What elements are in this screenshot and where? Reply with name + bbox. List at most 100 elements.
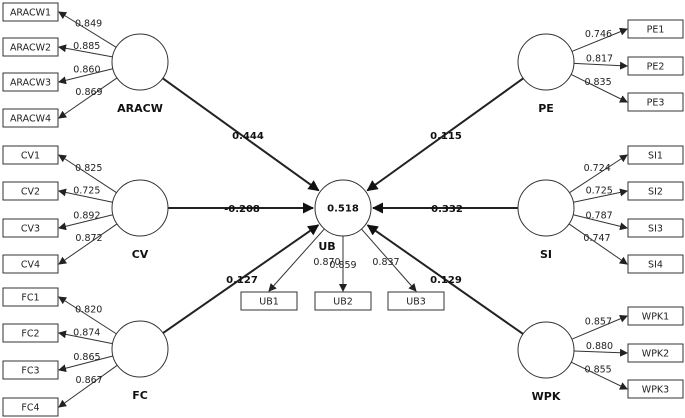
indicator-label-si1: SI1 (648, 151, 663, 162)
indicator-label-aracw3: ARACW3 (10, 78, 51, 89)
indicator-label-cv3: CV3 (21, 224, 40, 235)
indicator-label-fc2: FC2 (21, 329, 39, 340)
path-coefficient-wpk: 0.129 (430, 275, 462, 286)
indicator-label-ub2: UB2 (333, 297, 353, 308)
indicator-box-fc3 (2, 360, 59, 380)
path-coefficient-si: 0.332 (431, 204, 463, 215)
loading-value-ub2: 0.859 (329, 260, 356, 271)
indicator-label-fc4: FC4 (21, 403, 39, 414)
construct-label-si: SI (540, 248, 552, 261)
loading-value-wpk1: 0.857 (585, 317, 612, 328)
indicator-box-si2 (627, 181, 684, 201)
path-coefficient-pe: 0.115 (430, 131, 462, 142)
loading-value-aracw2: 0.885 (73, 41, 100, 52)
loading-arrow-si2 (573, 188, 628, 203)
loading-arrow-si3 (573, 214, 628, 231)
indicator-box-pe3 (627, 92, 684, 112)
indicator-box-cv3 (2, 218, 59, 238)
indicator-box-fc1 (2, 287, 59, 307)
loading-value-aracw1: 0.849 (75, 19, 102, 30)
loading-value-fc4: 0.867 (76, 375, 103, 386)
loading-value-pe3: 0.835 (584, 77, 611, 88)
loading-arrow-si4 (568, 223, 628, 265)
indicator-label-pe3: PE3 (647, 98, 665, 109)
r-squared-ub: 0.518 (327, 204, 359, 215)
indicator-box-pe1 (627, 19, 684, 39)
indicator-box-si4 (627, 254, 684, 274)
indicator-box-ub2 (314, 291, 372, 311)
indicator-label-fc3: FC3 (21, 366, 39, 377)
indicator-label-aracw4: ARACW4 (10, 114, 51, 125)
loading-value-aracw4: 0.869 (75, 87, 102, 98)
loading-arrow-ub1 (268, 228, 325, 292)
loading-arrow-wpk3 (571, 361, 628, 390)
indicator-box-aracw4 (2, 108, 59, 128)
loading-arrow-cv2 (58, 188, 113, 203)
indicator-box-wpk3 (627, 379, 684, 399)
indicator-box-wpk2 (627, 343, 684, 363)
loading-arrow-wpk1 (571, 315, 628, 340)
loading-value-cv3: 0.892 (73, 210, 100, 221)
path-wpk-ub (366, 224, 524, 335)
loading-arrow-pe1 (571, 27, 628, 52)
loading-arrow-pe3 (570, 73, 628, 103)
indicator-label-si2: SI2 (648, 187, 663, 198)
loading-value-si4: 0.747 (583, 233, 610, 244)
construct-fc (111, 320, 169, 378)
construct-label-fc: FC (132, 389, 148, 402)
path-fc-ub (162, 224, 320, 334)
construct-label-cv: CV (132, 248, 149, 261)
loading-value-pe1: 0.746 (585, 29, 612, 40)
indicator-box-ub3 (387, 291, 445, 311)
loading-arrow-fc3 (58, 355, 114, 373)
loading-arrow-cv1 (58, 154, 117, 194)
indicator-label-wpk1: WPK1 (642, 312, 669, 323)
indicator-box-ub1 (240, 291, 298, 311)
loading-arrow-ub3 (361, 228, 417, 292)
indicator-box-si1 (627, 145, 684, 165)
indicator-label-si3: SI3 (648, 224, 663, 235)
indicator-box-cv1 (2, 145, 59, 165)
construct-ub (314, 179, 372, 237)
construct-cv (111, 179, 169, 237)
indicator-label-pe2: PE2 (647, 62, 665, 73)
indicator-box-pe2 (627, 56, 684, 76)
loading-arrow-aracw2 (58, 44, 113, 58)
loading-value-ub1: 0.870 (313, 257, 340, 268)
loading-arrow-si1 (569, 154, 628, 194)
indicator-label-cv2: CV2 (21, 187, 40, 198)
loading-arrow-fc2 (58, 330, 113, 345)
construct-label-wpk: WPK (532, 390, 561, 403)
indicator-box-si3 (627, 218, 684, 238)
indicator-label-wpk3: WPK3 (642, 385, 669, 396)
loading-value-si1: 0.724 (584, 163, 611, 174)
loading-value-cv2: 0.725 (73, 186, 100, 197)
indicator-label-cv4: CV4 (21, 260, 40, 271)
indicator-box-wpk1 (627, 306, 684, 326)
indicator-label-ub1: UB1 (259, 297, 279, 308)
path-coefficient-cv: -0.208 (224, 204, 260, 215)
loading-value-aracw3: 0.860 (73, 64, 100, 75)
construct-si (517, 179, 575, 237)
construct-label-pe: PE (538, 102, 554, 115)
indicator-box-aracw1 (2, 2, 59, 22)
indicator-box-cv4 (2, 254, 59, 274)
loading-value-cv4: 0.872 (75, 233, 102, 244)
path-coefficient-fc: 0.127 (226, 275, 258, 286)
loading-value-fc1: 0.820 (75, 304, 102, 315)
construct-wpk (517, 321, 575, 379)
loading-arrow-aracw4 (58, 77, 118, 119)
loading-arrow-aracw1 (58, 11, 117, 48)
indicator-box-fc2 (2, 323, 59, 343)
loading-arrow-fc1 (58, 296, 117, 335)
loading-arrow-aracw3 (58, 68, 113, 85)
loading-value-fc3: 0.865 (73, 352, 100, 363)
loading-value-pe2: 0.817 (586, 54, 613, 65)
construct-label-aracw: ARACW (117, 102, 163, 115)
loading-value-si3: 0.787 (585, 210, 612, 221)
loading-arrow-wpk2 (573, 348, 628, 357)
loading-arrow-cv3 (58, 214, 113, 231)
